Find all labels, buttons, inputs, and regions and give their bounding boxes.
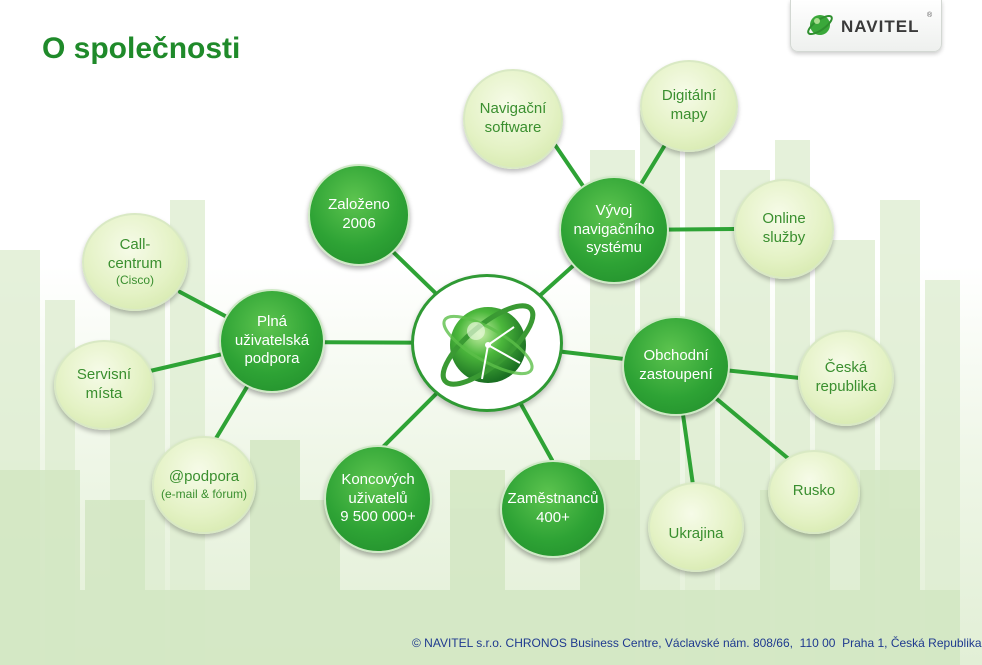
node-label: Rusko	[792, 482, 836, 499]
node-label: @podpora	[168, 468, 240, 486]
node-label: Koncových	[341, 470, 415, 488]
node-label: 9 500 000+	[340, 508, 416, 526]
node-label: systému	[586, 239, 642, 257]
node-label: centrum	[107, 254, 163, 272]
node-end-users: Koncových uživatelů 9 500 000+	[324, 445, 432, 553]
node-label: Ukrajina	[668, 525, 724, 543]
node-navigation-software: Navigační software	[463, 69, 563, 169]
node-label: uživatelů	[348, 489, 408, 507]
node-label: místa	[85, 385, 123, 402]
globe-icon	[440, 303, 536, 387]
registered-mark: ®	[927, 12, 933, 19]
node-service-points: Servisní místa	[54, 340, 154, 430]
footer-address: © NAVITEL s.r.o. CHRONOS Business Centre…	[412, 636, 982, 650]
node-navigation-system-development: Vývoj navigačního systému	[559, 176, 669, 284]
node-label: Navigační	[479, 100, 547, 118]
node-call-centrum: Call- centrum (Cisco)	[82, 213, 188, 311]
node-label: zastoupení	[639, 366, 713, 383]
node-label: Plná	[256, 312, 288, 330]
node-label: podpora	[244, 350, 300, 368]
node-label: Česká	[824, 359, 868, 377]
logo-wordmark: NAVITEL	[841, 17, 920, 36]
node-label: Servisní	[76, 366, 132, 384]
node-support-email-forum: @podpora (e-mail & fórum)	[152, 436, 256, 534]
node-label: (Cisco)	[116, 273, 154, 288]
node-label: navigačního	[573, 220, 655, 238]
page-title: O společnosti	[42, 32, 241, 65]
node-label: Založeno	[328, 196, 390, 214]
node-digital-maps: Digitální mapy	[640, 60, 738, 152]
navitel-logo: NAVITEL ®	[790, 0, 942, 52]
node-russia: Rusko	[768, 450, 860, 534]
node-sales-representation: Obchodní zastoupení	[622, 316, 730, 416]
node-employees: Zaměstnanců 400+	[500, 460, 606, 558]
node-label: Zaměstnanců	[507, 490, 599, 508]
globe-icon	[807, 14, 833, 36]
node-full-user-support: Plná uživatelská podpora	[219, 289, 325, 393]
node-founded-2006: Založeno 2006	[308, 164, 410, 266]
node-label: Vývoj	[595, 201, 633, 219]
node-label: software	[484, 119, 542, 136]
node-label: Obchodní	[643, 347, 709, 365]
node-label: uživatelská	[234, 331, 310, 349]
navitel-globe-hub	[411, 274, 563, 412]
node-label: Online	[762, 210, 806, 228]
node-label: (e-mail & fórum)	[160, 486, 247, 501]
node-ukraine: Ukrajina	[648, 482, 744, 572]
node-label: 2006	[342, 215, 376, 232]
node-online-services: Online služby	[734, 179, 834, 279]
node-label: republika	[815, 378, 877, 395]
node-label: 400+	[536, 509, 570, 526]
node-label: služby	[762, 229, 806, 246]
node-label: mapy	[670, 106, 708, 123]
node-czech-republic: Česká republika	[798, 330, 894, 426]
node-label: Call-	[119, 235, 151, 253]
node-label: Digitální	[661, 87, 717, 105]
